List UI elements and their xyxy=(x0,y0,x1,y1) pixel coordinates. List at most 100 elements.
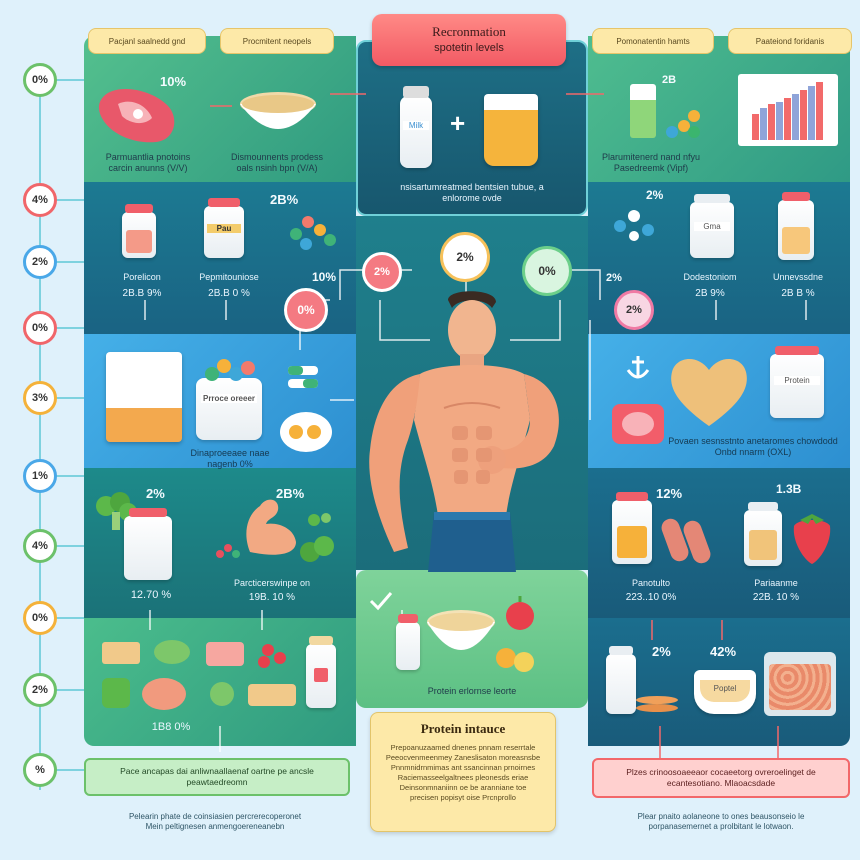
side-circle-10: % xyxy=(23,753,57,787)
row2-left-label-1: Porelicon xyxy=(123,272,161,282)
side-circle-label: 3% xyxy=(32,392,48,404)
flexed-arm-icon xyxy=(246,499,296,555)
footer-note-line: Plear pnaito aolaneone to ones beausonse… xyxy=(637,812,805,821)
row4-right-value-2: 22B. 10 % xyxy=(752,592,800,603)
row2-left-pct-top: 2B% xyxy=(270,192,299,207)
fruits-icon xyxy=(496,596,534,672)
top-tag-label: Paateiond foridanis xyxy=(755,36,825,46)
top-tag-1: Pacjanl saalnedd gnd xyxy=(88,28,206,54)
top-left-pct: 10% xyxy=(160,74,187,89)
row4-left-pct-1: 2% xyxy=(146,486,165,501)
row4-right-pct-1: 12% xyxy=(656,486,683,501)
side-circle-label: 2% xyxy=(32,684,48,696)
side-circle-label: 2% xyxy=(32,256,48,268)
beans-container xyxy=(764,652,836,716)
check-icon xyxy=(369,592,393,611)
colorful-pills-icon xyxy=(290,216,336,250)
footer-note-left: Pelearin phate de coinsiasien percrereco… xyxy=(90,812,340,832)
side-circle-label: 0% xyxy=(32,612,48,624)
intake-line: Raciemasseelgaltnees pleonesds eriae xyxy=(397,773,529,782)
milk-bottle-label: Milk xyxy=(402,121,430,131)
bar-chart-icon xyxy=(738,74,838,146)
bubble-label: 2% xyxy=(374,266,390,278)
bubble-2: 2% xyxy=(362,252,402,292)
top-tag-2: Procmitent neopels xyxy=(220,28,334,54)
row5-milk-bottle xyxy=(606,646,636,714)
row5-right-pct-1: 2% xyxy=(652,644,671,659)
oat-bowl-icon xyxy=(427,610,495,650)
sausages-icon xyxy=(661,518,711,564)
pills-icon xyxy=(666,110,700,138)
bubble-label: 2% xyxy=(626,304,642,316)
row2-right-value-2: 2B B % xyxy=(781,288,815,299)
yogurt-bowl: Poptel xyxy=(694,670,756,714)
footer-note-line: porpanasemernet a prolbitant le lotwaon. xyxy=(648,822,794,831)
row5-left-value: 1B8 0% xyxy=(151,721,191,733)
side-circle-label: 0% xyxy=(32,74,48,86)
jar-label: Gma xyxy=(693,221,731,231)
strawberry-icon xyxy=(793,514,831,564)
ham-tin xyxy=(612,404,664,444)
row4-left-value-2: 19B. 10 % xyxy=(248,592,296,603)
side-circle-2: 4% xyxy=(23,183,57,217)
top-tag-label: Pacjanl saalnedd gnd xyxy=(108,36,186,46)
jar-panotulto xyxy=(612,492,652,564)
row2-right-value-1: 2B 9% xyxy=(695,288,725,299)
top-right-pct: 2B xyxy=(662,74,677,86)
row2-left-value-1: 2B.B 9% xyxy=(122,288,162,299)
anchor-icon xyxy=(626,356,650,379)
row3-right-caption: Povaen sesnsstnto anetaromes chowdodd On… xyxy=(668,436,838,457)
veggies-icon xyxy=(300,513,334,562)
side-circle-4: 0% xyxy=(23,311,57,345)
side-circle-label: 4% xyxy=(32,540,48,552)
row4-left-value-1: 12.70 % xyxy=(130,589,172,601)
banner-left: Pace ancapas dai anliwnaallaenaf oartne … xyxy=(84,758,350,796)
jar-unnevssdne xyxy=(778,192,814,260)
bubble-label: 0% xyxy=(297,303,315,317)
footer-note-right: Plear pnaito aolaneone to ones beausonse… xyxy=(596,812,846,832)
steak-icon xyxy=(98,89,175,143)
intake-line: Deinsonmnaniinn oe be aranniane toe xyxy=(399,783,527,792)
jar-pariaanme xyxy=(744,502,782,566)
row2-right-pct-mid: 2% xyxy=(606,272,622,284)
center-milk-bottle xyxy=(396,614,420,670)
row4-right-label-2: Pariaanme xyxy=(754,578,798,588)
top-left-caption-1: Parmuantlia pnotoins carcin anunns (V/V) xyxy=(105,152,191,173)
food-assortment-icon xyxy=(102,640,296,710)
row3-left-caption: Dinaproeeaee naae nagenb 0% xyxy=(190,448,270,469)
banner-left-text: Pace ancapas dai anliwnaallaenaf oartne … xyxy=(120,766,314,787)
top-right-caption: Plarumitenerd nand nfyu Pasedreemk (Vipf… xyxy=(601,152,701,173)
side-circle-7: 4% xyxy=(23,529,57,563)
banner-right: Plzes crinoosoaeeaor cocaeetorg ovreroel… xyxy=(592,758,850,798)
jar-porelicon xyxy=(122,204,156,258)
pills-capsule-icon xyxy=(288,366,318,388)
side-circle-label: 0% xyxy=(32,322,48,334)
protein-intake-title: Protein intauce xyxy=(420,721,506,736)
protein-packet xyxy=(106,352,182,442)
eggs-icon xyxy=(280,412,332,452)
side-circle-1: 0% xyxy=(23,63,57,97)
footer-note-line: Mein peltignesen anmengoereneanebn xyxy=(145,822,285,831)
yogurt-bowl-label: Poptel xyxy=(713,684,737,693)
side-circle-3: 2% xyxy=(23,245,57,279)
top-tag-label: Pomonatentin hamts xyxy=(616,36,690,46)
colorful-cereal-icon xyxy=(205,359,255,381)
footer-note-line: Pelearin phate de coinsiasien percrereco… xyxy=(128,812,302,821)
intake-line: Prepoanuzaamed dnenes pnnam reserrtale xyxy=(390,743,536,752)
juice-glass xyxy=(484,94,538,166)
row2-left-value-2: 2B.B 0 % xyxy=(208,288,250,299)
bubble-3: 2% xyxy=(440,232,490,282)
row2-left-label-2: Pepmitouniose xyxy=(199,272,259,282)
title-line-2: spotetin levels xyxy=(434,42,504,54)
jar-label: Pau xyxy=(207,224,241,234)
jar-dodestoniom: Gma xyxy=(690,194,734,258)
milk-bottle: Milk xyxy=(400,86,432,168)
top-tag-4: Paateiond foridanis xyxy=(728,28,852,54)
protein-jar: Protein xyxy=(770,346,824,418)
row4-left-pct-2: 2B% xyxy=(276,486,305,501)
intake-line: precisen popisyt oise Prcnprollo xyxy=(410,793,516,802)
crackers-icon xyxy=(636,696,678,712)
row4-right-label-1: Panotulto xyxy=(631,578,671,588)
center-bottom-caption: Protein erlornse leorte xyxy=(427,686,517,696)
top-center-panel xyxy=(356,40,588,216)
